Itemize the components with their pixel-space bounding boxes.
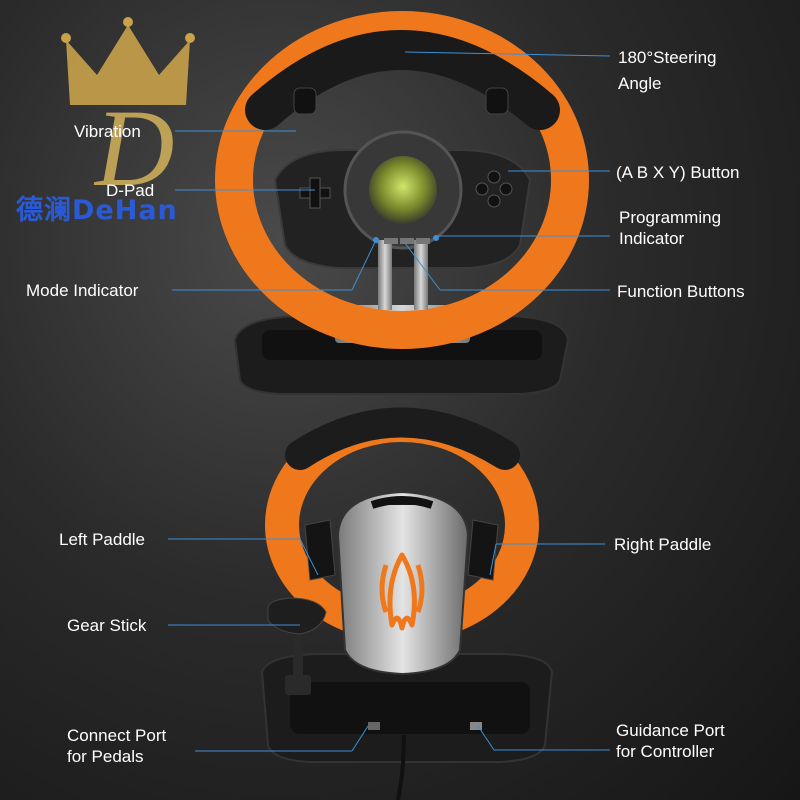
label-guidance-port-line1: Guidance Port (616, 721, 725, 740)
label-programming: Programming Indicator (619, 207, 721, 249)
abxy-buttons-icon (475, 170, 513, 208)
label-connect-port-line1: Connect Port (67, 726, 167, 745)
label-dpad: D-Pad (106, 181, 155, 200)
label-guidance-port-line2: for Controller (616, 742, 715, 761)
label-connect-port-line2: for Pedals (67, 747, 144, 766)
label-right-paddle: Right Paddle (614, 535, 712, 554)
flame-decal-icon (379, 552, 425, 631)
label-vibration: Vibration (74, 122, 141, 141)
steering-wheel-front (215, 11, 589, 395)
label-function-buttons: Function Buttons (617, 282, 745, 301)
leader-lines (168, 51, 611, 752)
logo-wordmark: 德澜DeHan (16, 195, 178, 226)
label-steering-angle: 180°Steering Angle (618, 47, 716, 94)
label-mode-indicator: Mode Indicator (26, 281, 139, 300)
dpad-icon (299, 177, 331, 209)
label-left-paddle: Left Paddle (59, 530, 146, 549)
label-steering-angle-line1: 180°Steering (618, 48, 717, 67)
label-gear-stick: Gear Stick (67, 616, 147, 635)
label-steering-angle-line2: Angle (618, 74, 662, 93)
label-abxy: (A B X Y) Button (616, 163, 740, 182)
steering-wheel-rear (260, 407, 554, 800)
label-guidance-port: Guidance Port for Controller (616, 720, 725, 762)
label-programming-line1: Programming (619, 208, 722, 227)
label-connect-port: Connect Port for Pedals (67, 725, 166, 767)
logo-monogram: D (93, 87, 174, 209)
crown-logo-icon (61, 17, 195, 105)
label-programming-line2: Indicator (619, 229, 685, 248)
